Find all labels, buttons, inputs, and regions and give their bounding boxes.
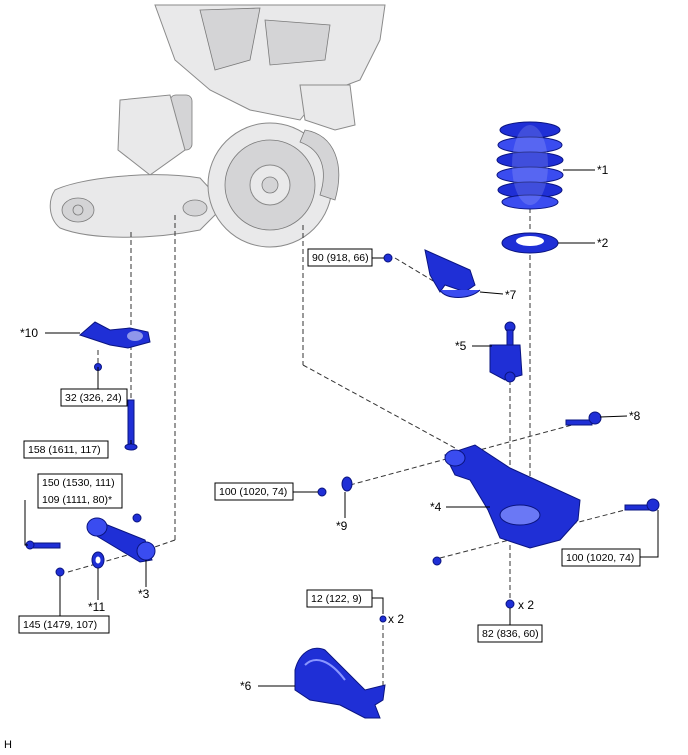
stabilizer-link: [489, 321, 523, 383]
torque-box-arm-nut: 145 (1479, 107): [18, 615, 110, 634]
quantity-lower-bolt: x 2: [518, 598, 534, 612]
svg-text:82 (836, 60): 82 (836, 60): [482, 628, 539, 640]
torque-box-lower-arm-nut-front: 100 (1020, 74): [214, 482, 294, 501]
svg-text:109 (1111, 80)*: 109 (1111, 80)*: [42, 494, 112, 506]
callout-6: *6: [240, 679, 252, 693]
cover-star6: [294, 647, 386, 719]
cover-bolt: [379, 615, 387, 623]
torque-box-arm-bolt: 150 (1530, 111) 109 (1111, 80)*: [37, 473, 123, 509]
callout-8: *8: [629, 409, 641, 423]
callout-labels: *1 *2 *7 *5 *8 *9 *4 *10 *3 *11 *6: [20, 163, 641, 693]
svg-text:158 (1611, 117): 158 (1611, 117): [28, 444, 101, 456]
bracket-star10: [79, 321, 151, 349]
nut-front-lower-arm: [317, 487, 327, 497]
lower-bolt: [505, 599, 515, 609]
assembly-guide-lines: [67, 200, 626, 690]
torque-box-cover-bolt: 12 (122, 9): [306, 589, 373, 608]
figure-mark: H: [4, 739, 12, 751]
washer-star11: [91, 551, 105, 569]
nut-rear-lower-arm: [432, 556, 442, 566]
torque-box-long-bolt: 158 (1611, 117): [23, 440, 109, 459]
coil-spring: [496, 121, 564, 210]
trailing-arm-star3: [86, 513, 156, 563]
svg-text:100 (1020, 74): 100 (1020, 74): [566, 552, 634, 564]
arm-nut: [55, 567, 65, 577]
callout-5: *5: [455, 339, 467, 353]
svg-text:100 (1020, 74): 100 (1020, 74): [219, 486, 287, 498]
callout-1: *1: [597, 163, 609, 177]
bolt-star8: [565, 411, 602, 426]
svg-text:150 (1530, 111): 150 (1530, 111): [42, 477, 115, 489]
callout-10: *10: [20, 326, 38, 340]
quantity-cover-bolt: x 2: [388, 612, 404, 626]
torque-box-bracket-bolt: 32 (326, 24): [60, 388, 128, 407]
callout-2: *2: [597, 236, 609, 250]
lower-control-arm: [444, 444, 581, 549]
torque-box-lower-arm-nut-rear: 100 (1020, 74): [561, 548, 641, 567]
spring-insulator: [501, 232, 559, 254]
callout-7: *7: [505, 288, 517, 302]
svg-text:32 (326, 24): 32 (326, 24): [65, 392, 122, 404]
vehicle-background-assembly: [49, 4, 386, 248]
svg-text:90 (918, 66): 90 (918, 66): [312, 252, 369, 264]
stabilizer-bar: [383, 249, 481, 298]
svg-text:12 (122, 9): 12 (122, 9): [311, 593, 362, 605]
arm-bolt: [25, 540, 61, 550]
leader-lines: [24, 169, 659, 687]
long-bolt: [124, 399, 138, 451]
callout-11: *11: [88, 600, 105, 614]
callout-4: *4: [430, 500, 442, 514]
callout-9: *9: [336, 519, 348, 533]
nut-star9: [341, 476, 353, 492]
torque-box-lower-bolt: 82 (836, 60): [477, 624, 543, 643]
torque-box-stab-link-nut: 90 (918, 66): [307, 248, 373, 267]
callout-3: *3: [138, 587, 150, 601]
bolt-rear-lower-arm: [624, 498, 660, 512]
svg-text:145 (1479, 107): 145 (1479, 107): [23, 619, 97, 631]
